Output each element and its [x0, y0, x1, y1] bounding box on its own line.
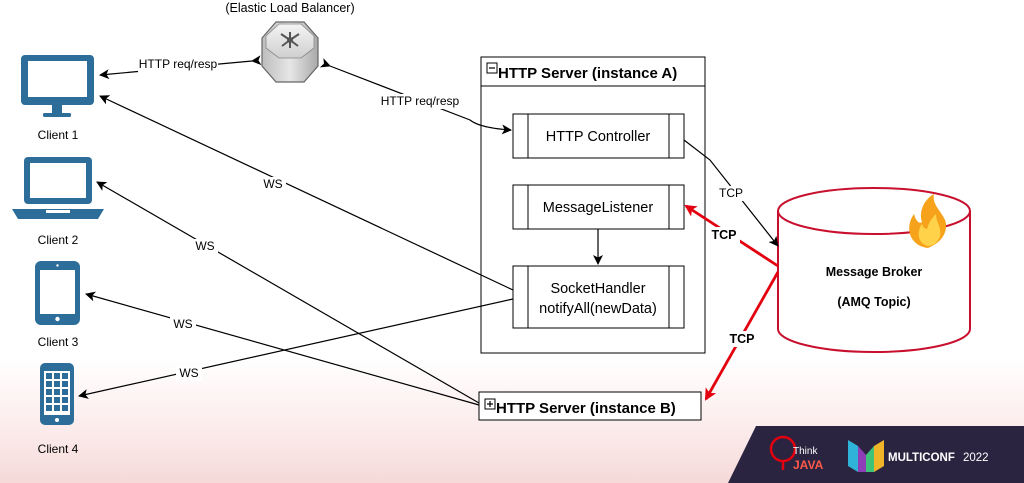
controller-broker-label-bg — [716, 186, 746, 201]
server-a-title: HTTP Server (instance A) — [498, 65, 677, 82]
broker-listener-label: TCP — [712, 228, 737, 242]
socket-handler-label-line2: notifyAll(newData) — [539, 301, 657, 317]
server-b-container — [478, 391, 702, 421]
multiconf-logo-icon — [848, 440, 884, 472]
laptop-icon — [12, 157, 104, 219]
think-java-logo: Think JAVA — [769, 435, 824, 472]
multiconf-year: 2022 — [963, 452, 989, 464]
socket-handler-label-line1: SocketHandler — [550, 281, 645, 297]
lb-controller-connector — [319, 58, 512, 135]
broker-server-b-label-bg — [726, 331, 758, 347]
conference-banner: Think JAVA MULTICONF 2022 — [728, 426, 1024, 483]
client-1-label: Client 1 — [38, 128, 79, 142]
ws-client2-label: WS — [195, 239, 214, 253]
load-balancer-icon — [261, 21, 319, 83]
controller-broker-label: TCP — [719, 186, 743, 200]
message-broker-label: Message Broker — [826, 265, 923, 279]
ws-client2-label-bg — [192, 239, 218, 254]
client-4-label: Client 4 — [38, 442, 79, 456]
desktop-monitor-icon — [21, 55, 94, 117]
message-listener-label: MessageListener — [543, 200, 654, 216]
ws-client4-connector — [78, 298, 514, 399]
broker-server-b-label: TCP — [730, 332, 755, 346]
smartphone-icon — [40, 363, 74, 425]
lb-controller-label: HTTP req/resp — [381, 94, 460, 108]
server-b-expand-toggle[interactable] — [484, 398, 496, 410]
multiconf-name: MULTICONF — [888, 452, 955, 464]
client1-lb-label: HTTP req/resp — [139, 57, 218, 71]
flame-icon — [909, 194, 947, 248]
server-a-collapse-toggle[interactable] — [486, 62, 498, 74]
ws-client1-label: WS — [263, 177, 282, 191]
server-b-title: HTTP Server (instance B) — [496, 400, 676, 417]
message-broker-sublabel: (AMQ Topic) — [837, 295, 910, 309]
http-controller-label: HTTP Controller — [546, 129, 651, 145]
broker-listener-label-bg — [708, 227, 740, 243]
client-3-label: Client 3 — [38, 335, 79, 349]
tablet-icon — [35, 261, 80, 325]
think-java-line1: Think — [793, 446, 818, 457]
ws-client4-label: WS — [179, 366, 198, 380]
http-controller-box — [512, 113, 685, 159]
ws-client1-label-bg — [260, 177, 286, 192]
think-java-line2: JAVA — [793, 458, 824, 472]
ws-client3-label: WS — [173, 317, 192, 331]
ws-client3-label-bg — [170, 317, 196, 332]
load-balancer-label: (Elastic Load Balancer) — [225, 1, 354, 15]
ws-client4-label-bg — [176, 366, 202, 381]
lb-controller-label-bg — [380, 94, 460, 109]
socket-handler-box — [512, 265, 685, 329]
ws-client1-connector — [99, 95, 514, 291]
ws-client3-connector — [85, 291, 480, 406]
client-2-label: Client 2 — [38, 233, 79, 247]
client1-lb-label-bg — [138, 57, 218, 72]
ws-client2-connector — [96, 181, 480, 404]
controller-broker-connector — [683, 139, 779, 247]
